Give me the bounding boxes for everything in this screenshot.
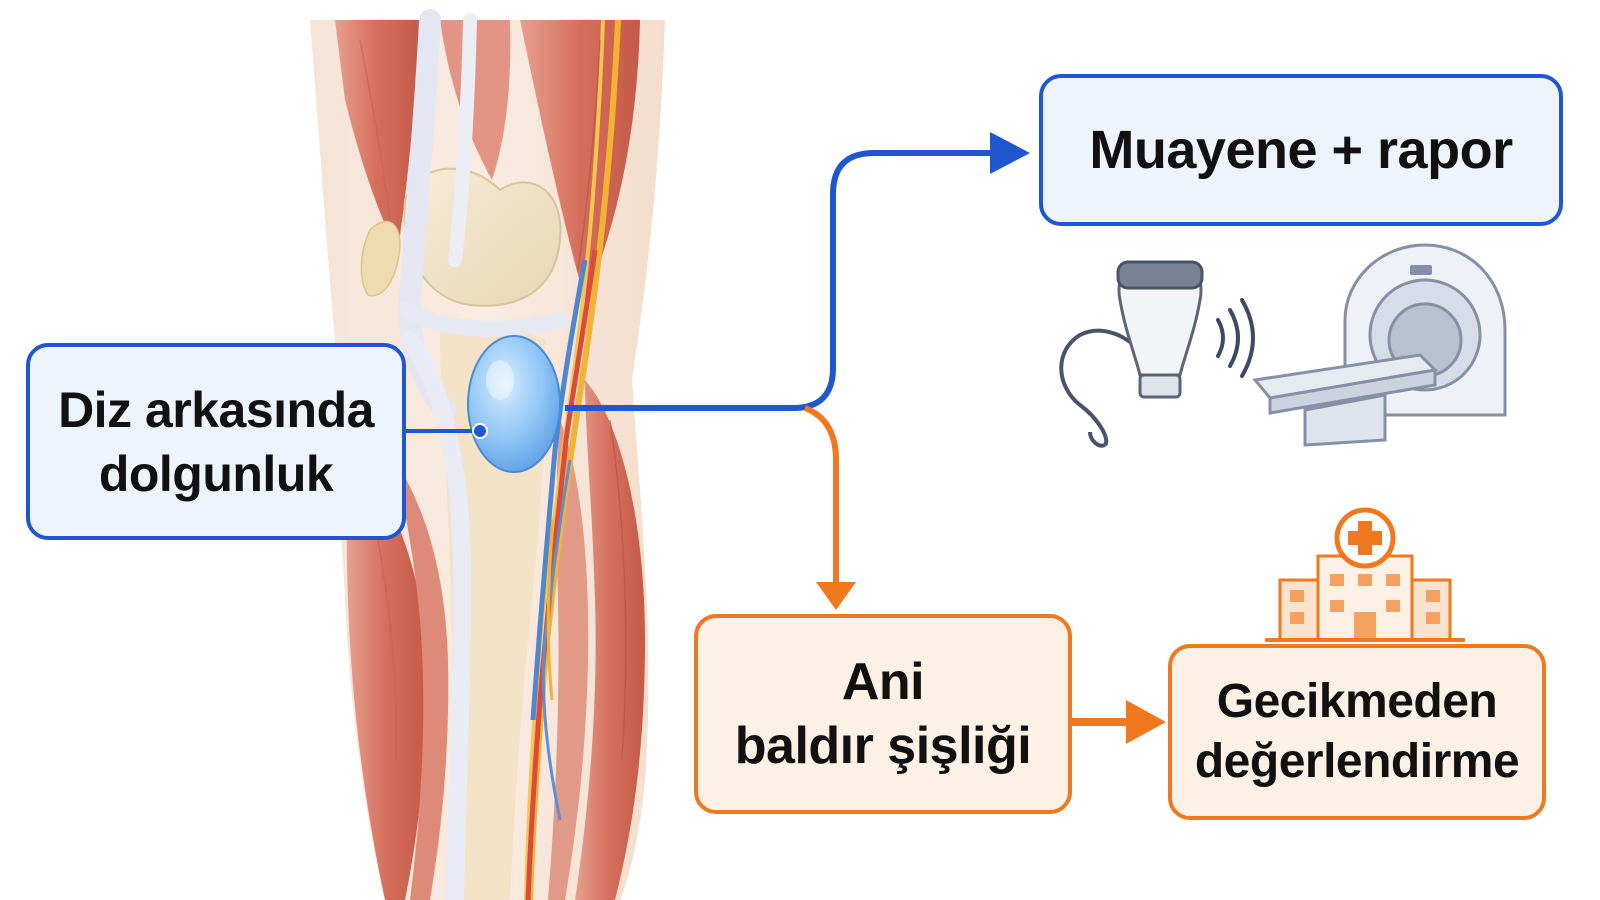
calf-swelling-line1: Ani <box>841 653 925 711</box>
sudden-calf-swelling-box: Ani baldır şişliği <box>694 614 1072 814</box>
cyst-pointer-dot <box>472 423 488 439</box>
evaluation-line2: değerlendirme <box>1194 735 1520 788</box>
prompt-evaluation-box: Gecikmeden değerlendirme <box>1168 644 1546 820</box>
exam-report-box: Muayene + rapor <box>1039 74 1563 226</box>
calf-swelling-line2: baldır şişliği <box>734 717 1032 775</box>
knee-fullness-box: Diz arkasında dolgunluk <box>26 343 406 540</box>
mri-scanner-icon <box>1252 243 1507 447</box>
ultrasound-probe-icon <box>1059 260 1255 448</box>
orange-arrowhead-down <box>816 582 856 610</box>
knee-fullness-line2: dolgunluk <box>98 445 334 502</box>
orange-arrowhead-right <box>1126 700 1166 744</box>
hospital-icon <box>1265 507 1465 642</box>
baker-cyst <box>467 335 561 473</box>
blue-arrowhead <box>990 132 1030 174</box>
knee-fullness-line1: Diz arkasında <box>58 381 374 438</box>
exam-report-label: Muayene + rapor <box>1089 120 1513 180</box>
evaluation-line1: Gecikmeden <box>1216 675 1498 728</box>
knee-anatomy-illustration <box>310 9 665 900</box>
orange-arrow-to-calf <box>803 405 839 585</box>
blue-arrow-to-exam <box>565 150 990 411</box>
